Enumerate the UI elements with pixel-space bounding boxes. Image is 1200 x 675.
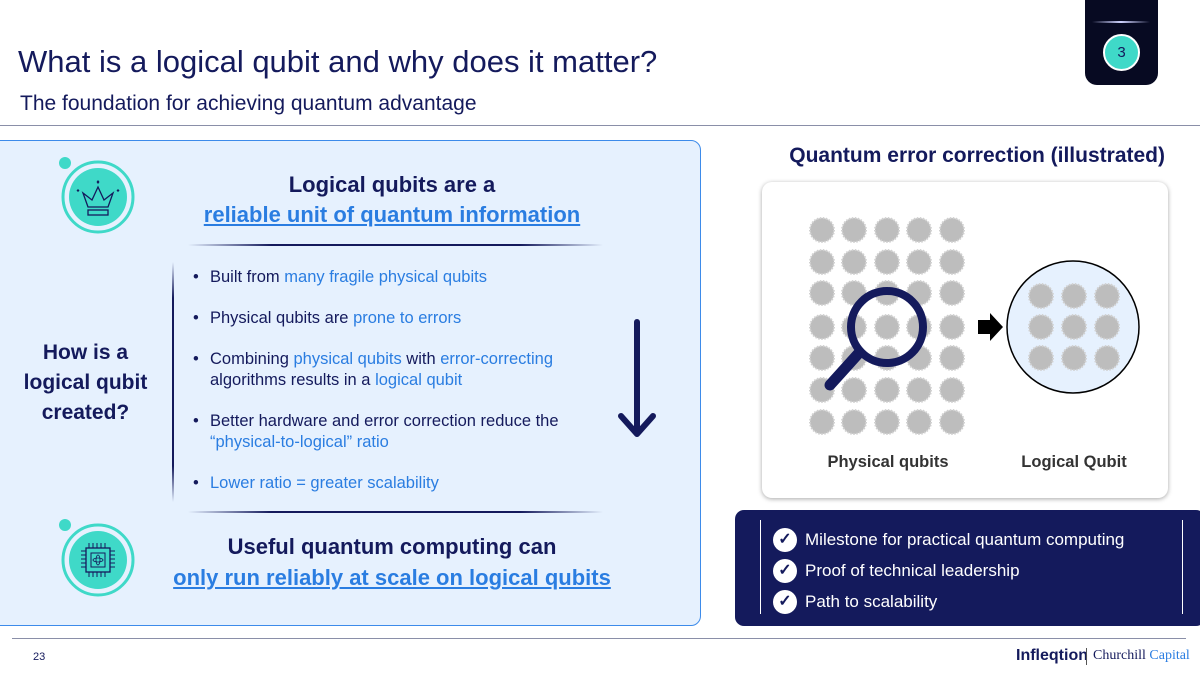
header-divider [0,125,1200,126]
qec-heading: Quantum error correction (illustrated) [789,144,1165,167]
physical-qubit-dot [809,249,835,275]
chip-icon [59,519,135,597]
section-badge: 3 [1085,0,1158,85]
physical-qubit-dot [841,217,867,243]
physical-qubit-dot [809,280,835,306]
bottom-divider [188,511,603,513]
benefit-item: ✓Proof of technical leadership [773,559,1020,583]
physical-qubit-dot [1028,314,1054,340]
physical-qubit-dot [906,217,932,243]
label-logical-qubit: Logical Qubit [1021,453,1127,471]
physical-qubit-dot [939,280,965,306]
physical-qubit-dot [939,345,965,371]
physical-qubit-dot [1094,314,1120,340]
magnifier-icon [847,287,927,367]
physical-qubit-dot [1094,283,1120,309]
physical-qubit-dot [874,409,900,435]
physical-qubit-dot [939,314,965,340]
physical-qubit-dot [874,217,900,243]
churchill-capital-logo: Churchill Capital [1093,648,1190,663]
physical-qubit-dot [809,409,835,435]
label-physical-qubits: Physical qubits [827,453,949,471]
top-link[interactable]: reliable unit of quantum information [203,202,581,227]
physical-qubit-dot [1028,345,1054,371]
bottom-link[interactable]: only run reliably at scale on logical qu… [173,565,611,590]
qec-illustration [809,217,1140,435]
logo-separator [1086,648,1087,665]
infleqtion-logo: Infleqtion [1016,647,1088,664]
physical-qubit-dot [1094,345,1120,371]
section-number: 3 [1103,34,1140,71]
bullet-divider [172,262,174,502]
page-title: What is a logical qubit and why does it … [18,44,658,79]
magnifier-handle [824,348,864,391]
physical-qubit-dot [809,345,835,371]
bullet-item: •Combining physical qubits with error-co… [193,350,553,389]
down-arrow-icon [618,319,656,437]
physical-qubit-dot [906,377,932,403]
benefits-box: ✓Milestone for practical quantum computi… [735,510,1200,626]
physical-qubit-dot [939,409,965,435]
physical-qubit-dot [1028,283,1054,309]
physical-qubit-dot [841,409,867,435]
benefit-item: ✓Milestone for practical quantum computi… [773,528,1124,552]
top-heading: Logical qubits are a [288,172,496,197]
physical-qubit-dot [809,217,835,243]
physical-qubit-dot [809,314,835,340]
physical-qubit-dot [874,314,900,340]
bullet-item: •Lower ratio = greater scalability [193,474,439,492]
physical-qubit-dot [874,249,900,275]
crown-icon [59,157,135,234]
physical-qubit-dot [1061,283,1087,309]
check-icon: ✓ [773,528,797,552]
physical-qubit-dot [906,249,932,275]
physical-qubit-dot [841,377,867,403]
physical-qubit-dot [874,377,900,403]
physical-qubit-dot [841,249,867,275]
footer-divider [12,638,1186,639]
page-subtitle: The foundation for achieving quantum adv… [20,92,477,115]
benefit-item: ✓Path to scalability [773,590,937,614]
bullet-item: •Physical qubits are prone to errors [193,309,462,327]
physical-qubit-dot [906,409,932,435]
physical-qubit-dot [939,249,965,275]
side-question: How is a logical qubit created? [23,341,148,424]
box-right-rule [1182,520,1183,614]
bullet-item: •Better hardware and error correction re… [193,412,559,451]
check-icon: ✓ [773,559,797,583]
box-left-rule [760,520,761,614]
bullet-item: •Built from many fragile physical qubits [193,268,487,286]
bottom-heading: Useful quantum computing can [227,534,557,559]
physical-qubit-dot [1061,314,1087,340]
physical-qubit-dot [939,377,965,403]
page-number: 23 [33,651,46,663]
top-divider [188,244,603,246]
physical-qubit-dot [939,217,965,243]
right-arrow-icon [978,313,1003,341]
physical-qubit-dot [1061,345,1087,371]
check-icon: ✓ [773,590,797,614]
